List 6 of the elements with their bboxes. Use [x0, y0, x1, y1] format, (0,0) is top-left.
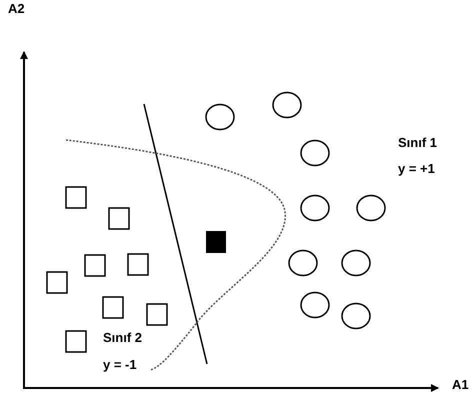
class-value-label: y = -1 [103, 358, 137, 371]
axis-label: A1 [452, 378, 469, 391]
axis-label: A2 [8, 2, 25, 15]
class-value-label: y = +1 [398, 162, 435, 175]
class-label: Sınıf 1 [398, 136, 438, 149]
class-label: Sınıf 2 [103, 331, 142, 344]
